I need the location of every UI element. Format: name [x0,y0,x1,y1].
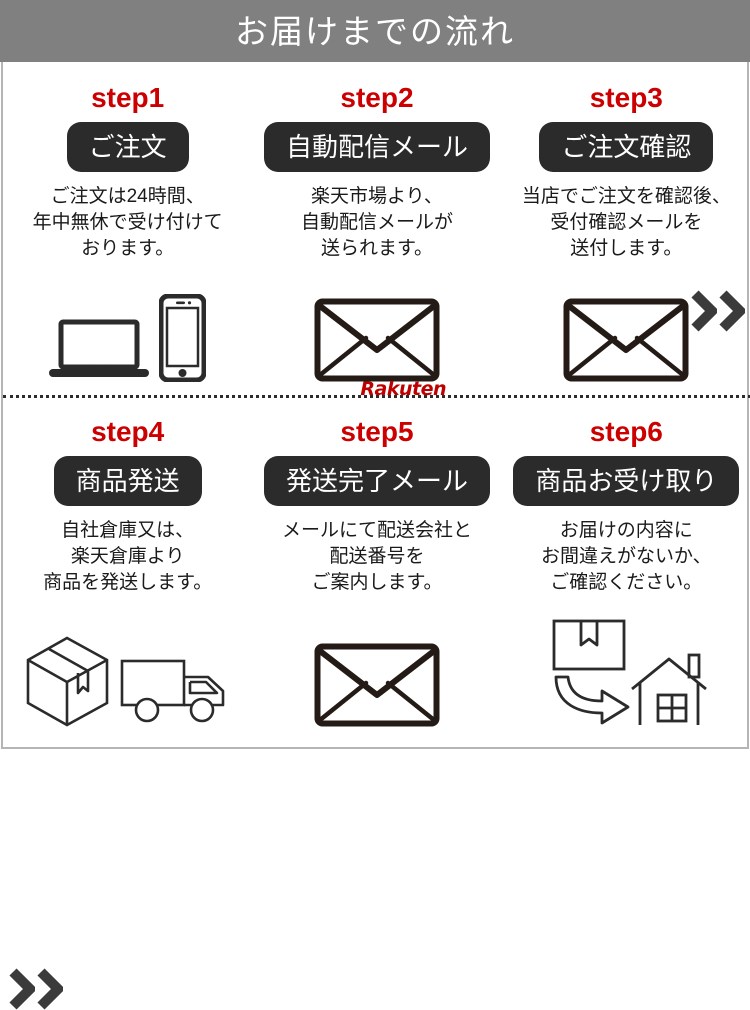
step-label-1: ご注文 [66,122,189,172]
delivery-to-home-icon [544,619,709,732]
step-description-2: 楽天市場より、 自動配信メールが 送られます。 [300,186,453,260]
flow-arrow-row2 [9,968,63,1010]
row-divider [3,395,750,398]
step-label-5: 発送完了メール [263,456,490,506]
page-title: お届けまでの流れ [235,12,515,50]
step-label-3: ご注文確認 [539,122,714,172]
chevron-right-icon [37,968,63,1010]
step-number-6: step6 [589,416,663,447]
step-icons-4 [3,635,252,732]
chevron-right-icon [9,968,35,1010]
delivery-truck-icon [120,655,230,732]
step-description-3: 当店でご注文を確認後、 受付確認メールを 送付します。 [521,186,731,260]
step-description-4: 自社倉庫又は、 楽天倉庫より 商品を発送します。 [43,520,213,594]
step-card-1: step1 ご注文 ご注文は24時間、 年中無休で受け付けて おります。 [3,62,252,395]
step-icons-3 [502,298,750,387]
step-description-5: メールにて配送会社と 配送番号を ご案内します。 [281,520,472,594]
chevron-right-icon [691,290,717,332]
step-number-3: step3 [589,82,663,113]
step-card-6: step6 商品お受け取り お届けの内容に お間違えがないか、 ご確認ください。 [502,398,750,746]
step-label-4: 商品発送 [53,456,202,506]
step-icons-2: Rakuten [252,298,501,400]
envelope-icon: Rakuten [314,298,446,400]
step-number-5: step5 [340,416,414,447]
chevron-right-icon [719,290,745,332]
smartphone-icon [158,293,207,387]
page-header: お届けまでの流れ [0,0,750,62]
step-card-2: step2 自動配信メール 楽天市場より、 自動配信メールが 送られます。 Ra… [252,62,501,400]
step-icons-6 [502,619,750,732]
step-icons-1 [3,293,252,387]
laptop-icon [49,312,150,387]
step-icons-5 [252,643,501,732]
step-number-4: step4 [91,416,165,447]
step-label-6: 商品お受け取り [513,456,740,506]
flow-arrow-row1 [691,290,745,332]
step-number-1: step1 [91,82,165,113]
step-card-5: step5 発送完了メール メールにて配送会社と 配送番号を ご案内します。 [252,398,501,746]
step-number-2: step2 [340,82,414,113]
rakuten-logo: Rakuten [360,378,446,400]
step-card-3: step3 ご注文確認 当店でご注文を確認後、 受付確認メールを 送付します。 [502,62,750,395]
step-description-1: ご注文は24時間、 年中無休で受け付けて おります。 [32,186,223,260]
step-description-6: お届けの内容に お間違えがないか、 ご確認ください。 [541,520,712,594]
steps-row-bottom: step4 商品発送 自社倉庫又は、 楽天倉庫より 商品を発送します。 [3,398,750,1010]
envelope-icon [314,643,440,732]
envelope-icon [563,298,689,387]
flow-body: step1 ご注文 ご注文は24時間、 年中無休で受け付けて おります。 [1,62,750,1010]
package-box-icon [25,635,110,732]
steps-row-top: step1 ご注文 ご注文は24時間、 年中無休で受け付けて おります。 [3,62,750,400]
step-label-2: 自動配信メール [263,122,490,172]
step-card-4: step4 商品発送 自社倉庫又は、 楽天倉庫より 商品を発送します。 [3,398,252,746]
